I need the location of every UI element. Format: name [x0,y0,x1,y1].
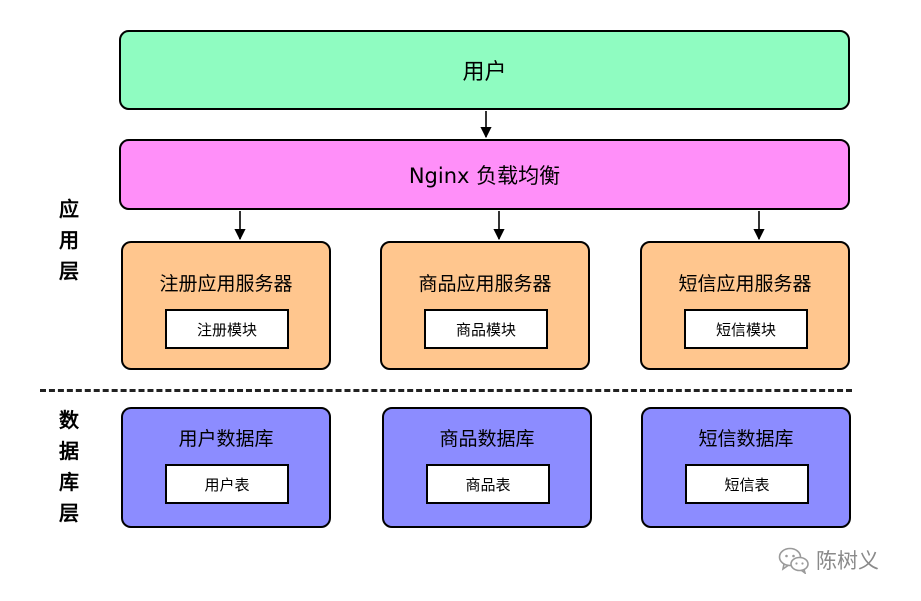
db-title: 短信数据库 [698,428,794,450]
register-server-box: 注册应用服务器 注册模块 [121,241,331,370]
wechat-icon [778,547,809,574]
nginx-load-balancer-box: Nginx 负载均衡 [119,139,850,210]
module-box: 短信模块 [684,309,808,349]
watermark-text: 陈树义 [816,549,879,573]
layer-divider [40,389,852,392]
sms-server-box: 短信应用服务器 短信模块 [640,241,850,370]
table-box: 商品表 [426,464,550,504]
db-layer-label: 数 据 库 层 [59,408,79,525]
user-db-box: 用户数据库 用户表 [121,407,331,528]
module-box: 商品模块 [424,309,548,349]
watermark: 陈树义 [778,543,879,577]
app-layer-label: 应 用 层 [59,197,79,283]
db-title: 用户数据库 [178,428,274,450]
module-box: 注册模块 [165,309,289,349]
server-title: 商品应用服务器 [418,273,552,295]
db-title: 商品数据库 [439,428,535,450]
nginx-label: Nginx 负载均衡 [408,163,561,188]
server-title: 短信应用服务器 [678,273,812,295]
goods-server-box: 商品应用服务器 商品模块 [380,241,590,370]
table-box: 用户表 [165,464,289,504]
user-box: 用户 [119,30,850,110]
table-box: 短信表 [685,464,809,504]
user-label: 用户 [462,60,507,85]
goods-db-box: 商品数据库 商品表 [382,407,592,528]
server-title: 注册应用服务器 [159,273,293,295]
sms-db-box: 短信数据库 短信表 [641,407,851,528]
